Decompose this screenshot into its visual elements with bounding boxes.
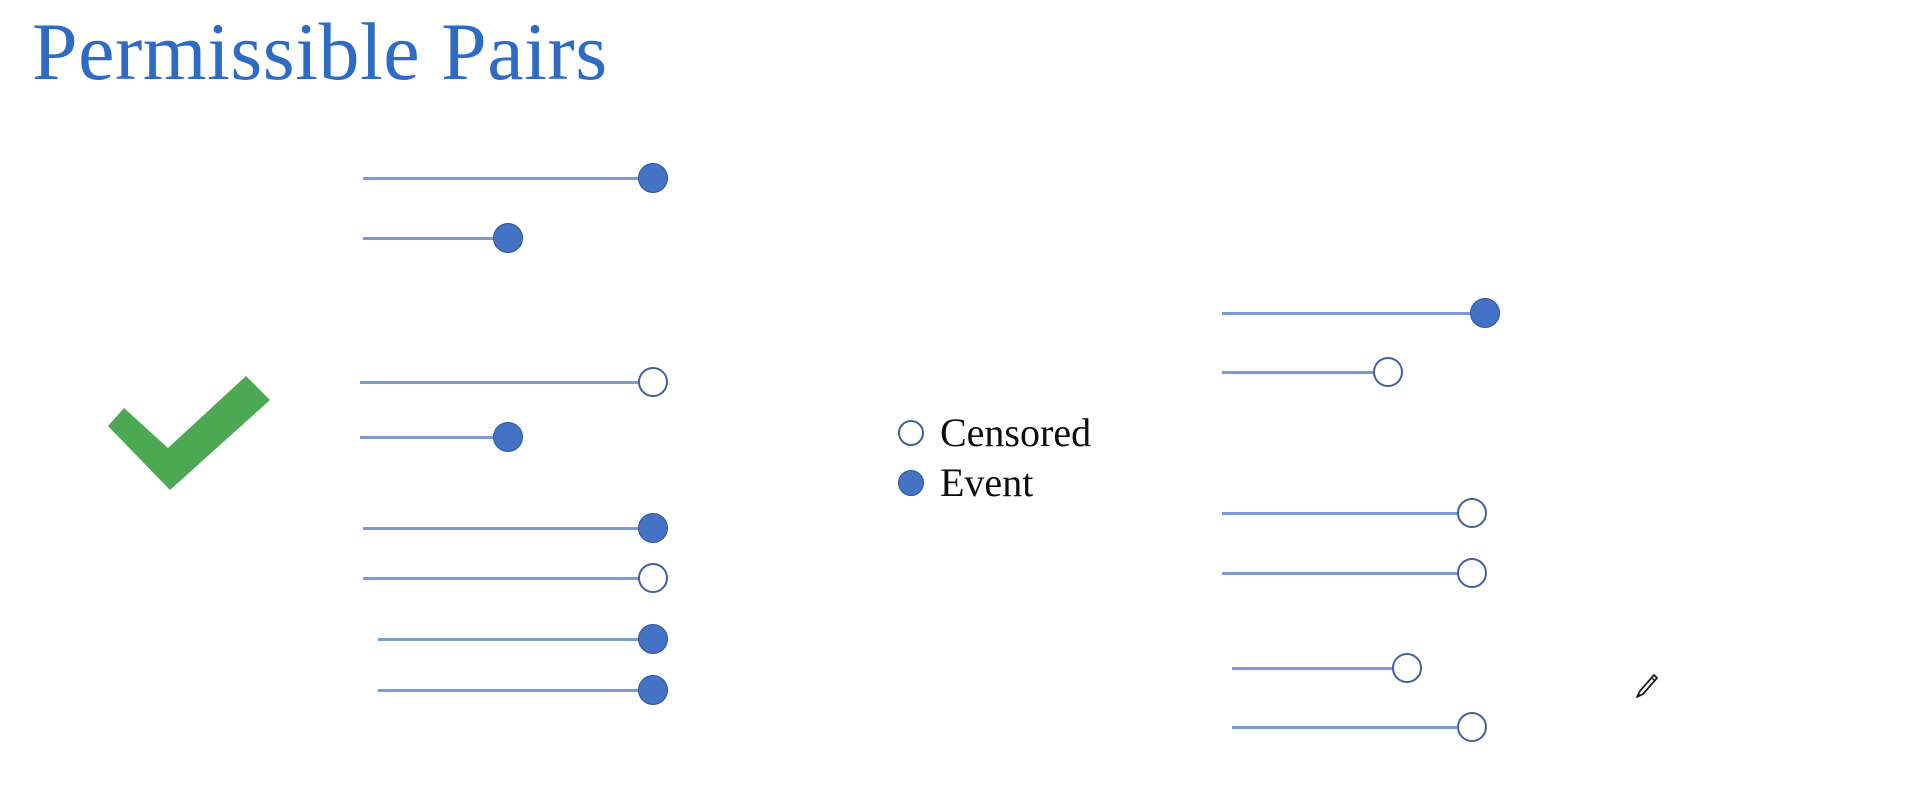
legend-item-censored: Censored — [898, 408, 1091, 458]
survival-line — [360, 381, 653, 384]
filled-circle-icon — [898, 470, 924, 496]
legend-label-censored: Censored — [940, 410, 1092, 455]
marker-event — [1470, 298, 1500, 328]
marker-censored — [1457, 498, 1487, 528]
survival-line — [1222, 572, 1472, 575]
survival-line — [1232, 667, 1407, 670]
survival-line — [363, 527, 653, 530]
marker-censored — [1457, 712, 1487, 742]
marker-event — [638, 675, 668, 705]
survival-line — [363, 577, 653, 580]
survival-line — [1222, 512, 1472, 515]
marker-event — [638, 513, 668, 543]
survival-line — [360, 436, 508, 439]
marker-censored — [638, 563, 668, 593]
legend: Censored Event — [898, 408, 1091, 508]
survival-line — [1232, 726, 1472, 729]
marker-censored — [638, 367, 668, 397]
marker-censored — [1392, 653, 1422, 683]
marker-event — [493, 223, 523, 253]
survival-line — [1222, 312, 1485, 315]
marker-event — [638, 624, 668, 654]
marker-censored — [1373, 357, 1403, 387]
survival-line — [363, 177, 653, 180]
legend-item-event: Event — [898, 458, 1091, 508]
survival-line — [378, 689, 653, 692]
marker-censored — [1457, 558, 1487, 588]
page-title: Permissible Pairs — [32, 6, 608, 97]
survival-line — [363, 237, 508, 240]
marker-event — [493, 422, 523, 452]
survival-line — [1222, 371, 1388, 374]
check-mark-icon — [104, 372, 274, 492]
open-circle-icon — [898, 420, 924, 446]
legend-label-event: Event — [940, 460, 1034, 505]
panel-permissible — [0, 0, 860, 786]
survival-line — [378, 638, 653, 641]
panel-not-permissible — [1180, 0, 1930, 786]
marker-event — [638, 163, 668, 193]
pencil-cursor-icon — [1632, 672, 1660, 702]
